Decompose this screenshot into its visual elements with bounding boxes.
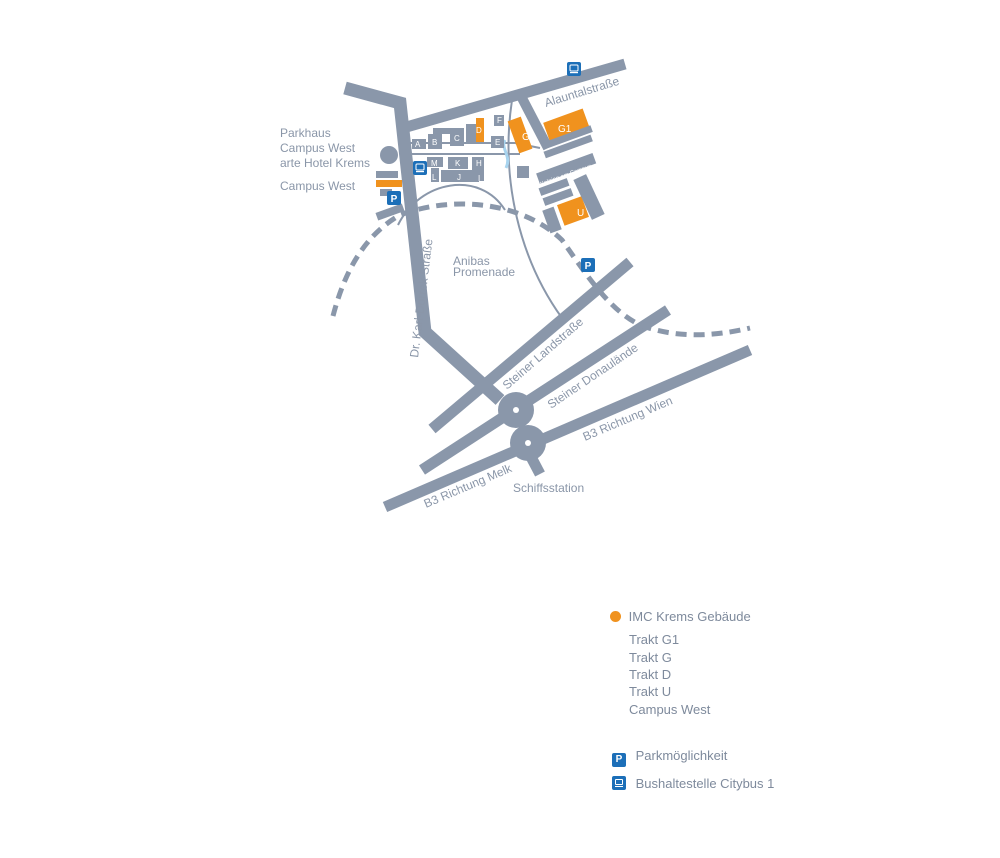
building-g [507, 116, 533, 154]
legend-parking: P Parkmöglichkeit [612, 748, 727, 767]
campus-west-building [376, 180, 402, 187]
east-buildings [507, 108, 605, 234]
road-b3 [382, 344, 753, 513]
legend-bus: Bushaltestelle Citybus 1 [612, 776, 774, 792]
campus-west-cluster [375, 146, 405, 221]
label-schiffsstation: Schiffsstation [513, 481, 584, 495]
parking-icon: P [612, 753, 626, 767]
legend-item: Campus West [629, 702, 711, 717]
bus-icon [612, 776, 626, 790]
water-feature [502, 139, 510, 169]
label-j: J [457, 173, 461, 182]
label-campus-west-b: Campus West [280, 179, 356, 193]
building-g1 [543, 108, 591, 146]
svg-text:P: P [585, 261, 592, 272]
parking-icon: P [387, 191, 401, 205]
label-promenade: Promenade [453, 265, 515, 279]
bus-icon [567, 62, 581, 76]
svg-text:P: P [391, 194, 398, 205]
parking-icon: P [581, 258, 595, 272]
label-d: D [476, 126, 482, 135]
place-labels: Parkhaus Campus West arte Hotel Krems Ca… [280, 126, 584, 495]
label-l: L [432, 173, 437, 182]
label-g1: G1 [558, 124, 572, 135]
label-c: C [454, 134, 460, 143]
label-campus-west-a: Campus West [280, 141, 356, 155]
legend-bus-label: Bushaltestelle Citybus 1 [635, 776, 775, 791]
roundabouts [498, 392, 546, 461]
central-buildings [412, 115, 529, 182]
legend-item: Trakt U [629, 684, 672, 699]
label-k: K [455, 159, 461, 168]
parkhaus-circle [380, 146, 398, 164]
label-h: H [476, 159, 482, 168]
road-steiner-donaulaende [419, 305, 671, 475]
anibas-promenade-path [507, 99, 563, 319]
road-dorrek-strasse [343, 81, 505, 405]
label-f: F [497, 116, 502, 125]
label-i: I [478, 174, 480, 183]
road-campus-connector [517, 95, 553, 151]
building-labels: A B C D E F G G1 H I J K L M U [415, 116, 584, 219]
road-steiner-landstrasse [428, 257, 634, 434]
legend-item: Trakt G1 [629, 632, 680, 647]
legend-item: Trakt G [629, 650, 672, 665]
imc-dot-icon [610, 611, 621, 622]
legend-parking-label: Parkmöglichkeit [635, 748, 728, 763]
label-m: M [431, 159, 438, 168]
label-a: A [415, 140, 421, 149]
label-anibas: Anibas [453, 254, 490, 268]
campus-path-north [408, 142, 541, 149]
label-u: U [577, 208, 584, 219]
road-alauntalstrasse [401, 58, 627, 134]
label-g: G [522, 132, 530, 143]
label-hotel: arte Hotel Krems [280, 156, 370, 170]
legend-imc-title: IMC Krems Gebäude [628, 609, 751, 624]
legend-imc: IMC Krems Gebäude [610, 609, 751, 625]
label-b: B [432, 138, 437, 147]
label-e: E [495, 138, 500, 147]
label-parkhaus: Parkhaus [280, 126, 331, 140]
building-d [476, 118, 484, 142]
legend-item: Trakt D [629, 667, 672, 682]
railway-dashed [330, 201, 751, 338]
bus-icon [413, 161, 427, 175]
building-u [557, 196, 589, 226]
